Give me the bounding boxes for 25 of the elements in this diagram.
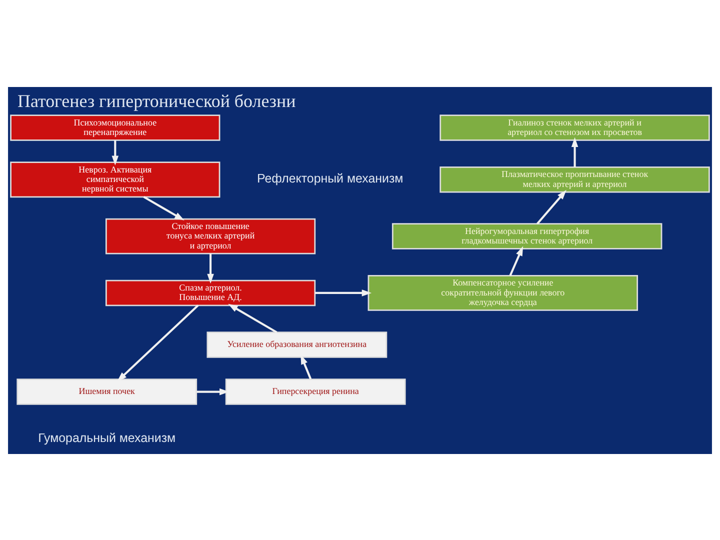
node-box: Плазматическое пропитывание стенок мелких артерий и артериол bbox=[440, 166, 710, 192]
node-box: Гиперсекреция ренина bbox=[225, 378, 406, 404]
arrow bbox=[509, 246, 524, 276]
arrow bbox=[196, 388, 230, 395]
arrow bbox=[300, 354, 312, 379]
node-box: Усиление образования ангиотензина bbox=[206, 331, 388, 358]
diagram-title: Патогенез гипертонической болезни bbox=[18, 90, 296, 110]
node-box: Невроз. Активация симпатической нервной системы bbox=[10, 161, 220, 198]
label: Гуморальный механизм bbox=[38, 430, 176, 444]
node-box: Нейрогуморальная гипертрофия гладкомышечных стенок артериол bbox=[392, 222, 662, 249]
node-box: Стойкое повышение тонуса мелких артерий и артериол bbox=[105, 218, 316, 254]
arrow bbox=[207, 253, 214, 284]
node-box: Ишемия почек bbox=[16, 378, 198, 404]
label: Рефлекторный механизм bbox=[256, 171, 404, 186]
arrow bbox=[315, 289, 372, 296]
arrow bbox=[536, 189, 566, 224]
arrow bbox=[571, 136, 578, 167]
arrow bbox=[117, 304, 199, 381]
arrow bbox=[112, 140, 119, 165]
arrow bbox=[228, 303, 278, 333]
arrow bbox=[143, 196, 184, 220]
node-box: Компенсаторное усиление сократительной функции левого желудочка сердца bbox=[368, 274, 638, 310]
node-box: Психоэмоциональное перенапряжение bbox=[10, 114, 220, 140]
node-box: Гиалиноз стенок мелких артерий и артериол со стенозом их просветов bbox=[440, 114, 710, 140]
node-box: Спазм артериол. Повышение АД. bbox=[105, 279, 316, 306]
